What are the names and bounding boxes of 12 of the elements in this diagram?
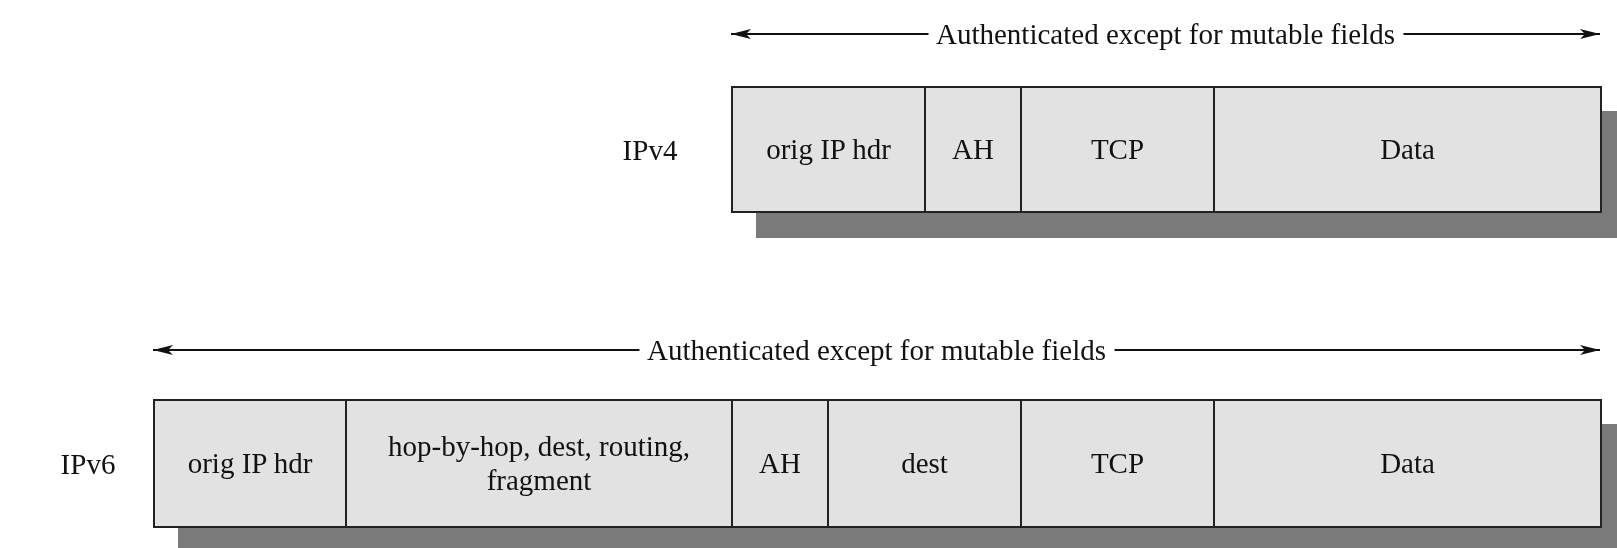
header-field: AH: [924, 86, 1022, 213]
header-field: AH: [731, 399, 829, 528]
header-field: TCP: [1020, 86, 1215, 213]
header-field: orig IP hdr: [153, 399, 347, 528]
header-field: hop-by-hop, dest, routing, fragment: [345, 399, 733, 528]
header-field: Data: [1213, 86, 1602, 213]
header-field: dest: [827, 399, 1022, 528]
row-label: IPv4: [622, 133, 678, 166]
header-field: TCP: [1020, 399, 1215, 528]
row-label: IPv6: [60, 447, 116, 480]
header-field: Data: [1213, 399, 1602, 528]
header-field: orig IP hdr: [731, 86, 926, 213]
